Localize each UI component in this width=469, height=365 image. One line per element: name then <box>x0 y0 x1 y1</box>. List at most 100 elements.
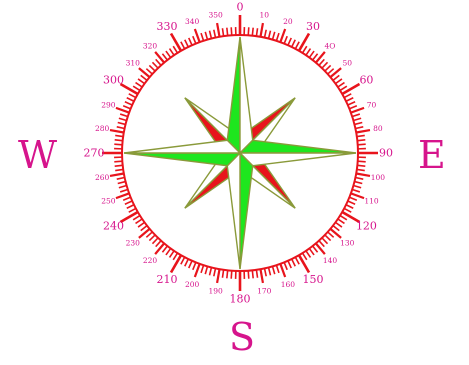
compass-tick <box>348 102 355 105</box>
compass-tick <box>141 226 147 231</box>
degree-label-10: 10 <box>260 11 270 20</box>
compass-tick <box>248 271 249 279</box>
compass-tick <box>115 169 123 170</box>
cardinal-point-e-a <box>240 140 356 153</box>
compass-tick <box>118 182 126 184</box>
compass-tick <box>127 98 134 102</box>
cardinal-south-label: S <box>229 318 255 356</box>
compass-tick <box>193 36 196 43</box>
compass-tick <box>352 189 360 191</box>
compass-tick <box>325 65 331 71</box>
compass-tick <box>348 201 355 204</box>
compass-tick <box>193 262 196 269</box>
degree-label-200: 200 <box>185 280 200 289</box>
compass-tick <box>256 270 257 278</box>
compass-tick <box>276 265 278 273</box>
compass-tick <box>133 86 140 90</box>
degree-label-240: 240 <box>103 220 124 233</box>
compass-tick <box>248 27 249 35</box>
compass-tick <box>136 83 143 87</box>
compass-tick <box>355 178 363 180</box>
compass-tick <box>303 253 307 260</box>
compass-tick <box>156 59 161 65</box>
degree-label-70: 70 <box>367 101 377 110</box>
cardinal-point-s-b <box>227 153 240 269</box>
compass-tick <box>152 238 158 244</box>
compass-tick <box>119 186 127 188</box>
compass-tick <box>115 165 123 166</box>
degree-label-60: 60 <box>359 74 373 87</box>
compass-tick <box>166 51 171 57</box>
compass-tick <box>354 182 362 184</box>
compass-tick <box>114 144 122 145</box>
compass-tick <box>340 86 347 90</box>
compass-tick <box>273 266 275 274</box>
compass-tick <box>210 267 212 275</box>
degree-label-280: 280 <box>95 124 110 133</box>
degree-label-320: 320 <box>143 41 158 50</box>
compass-tick <box>357 135 365 136</box>
compass-tick <box>115 135 123 136</box>
compass-tick <box>357 140 365 141</box>
compass-tick <box>141 75 147 80</box>
compass-tick <box>162 246 167 252</box>
compass-tick <box>114 161 122 162</box>
compass-tick <box>129 208 136 212</box>
compass-tick <box>162 54 167 60</box>
compass-tick <box>358 144 366 145</box>
compass-tick <box>280 29 285 42</box>
compass-tick <box>110 130 124 132</box>
compass-tick <box>127 205 134 209</box>
cardinal-point-n-a <box>227 37 240 153</box>
compass-tick <box>333 226 339 231</box>
degree-label-90: 90 <box>379 147 393 160</box>
compass-tick <box>185 40 189 47</box>
degree-label-20: 20 <box>283 17 293 26</box>
compass-tick <box>353 186 361 188</box>
compass-tick <box>125 201 132 204</box>
compass-tick <box>273 32 275 40</box>
compass-tick <box>269 31 271 39</box>
degree-label-300: 300 <box>103 74 124 87</box>
compass-tick <box>227 28 228 36</box>
compass-tick <box>335 79 341 84</box>
compass-tick <box>349 197 356 200</box>
cardinal-point-s-a <box>240 153 253 269</box>
compass-tick <box>328 232 334 237</box>
compass-tick <box>269 267 271 275</box>
compass-tick <box>205 32 207 40</box>
degree-label-270: 270 <box>84 147 105 160</box>
compass-tick <box>353 118 361 120</box>
compass-tick <box>170 251 174 258</box>
compass-tick <box>284 36 287 43</box>
compass-tick <box>115 140 123 141</box>
compass-tick <box>351 193 364 198</box>
compass-tick <box>222 270 223 278</box>
compass-tick <box>340 216 347 220</box>
compass-tick <box>214 268 216 276</box>
degree-label-100: 100 <box>371 173 386 182</box>
compass-tick <box>201 265 203 273</box>
compass-tick <box>276 33 278 41</box>
compass-tick <box>173 253 177 260</box>
compass-tick <box>299 33 309 50</box>
cardinal-star-group <box>124 37 356 269</box>
compass-tick <box>152 62 158 68</box>
compass-tick <box>265 268 267 276</box>
compass-tick <box>146 232 152 237</box>
compass-tick <box>120 114 128 116</box>
cardinal-point-w-a <box>124 153 240 166</box>
degree-label-180: 180 <box>230 293 251 306</box>
compass-tick <box>110 173 124 175</box>
compass-tick <box>351 108 364 113</box>
compass-tick <box>284 262 287 269</box>
compass-tick <box>346 205 353 209</box>
compass-tick <box>171 33 181 50</box>
compass-tick <box>185 259 189 266</box>
compass-tick <box>116 108 129 113</box>
compass-tick <box>201 33 203 41</box>
compass-tick <box>146 69 152 74</box>
compass-tick <box>349 106 356 109</box>
compass-tick <box>306 251 310 258</box>
